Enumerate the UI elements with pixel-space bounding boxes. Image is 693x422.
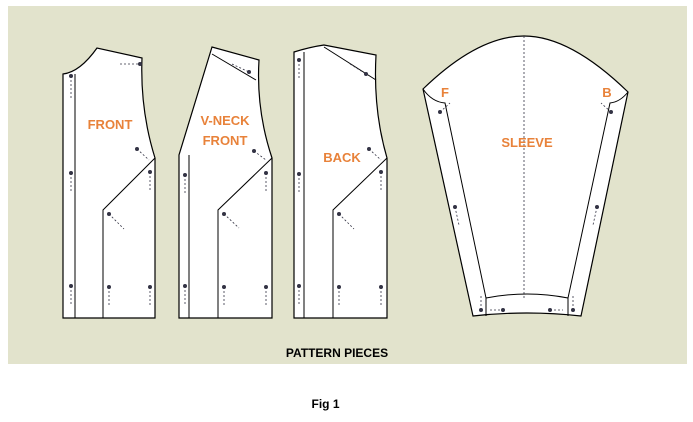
- vneck-front-label-line1: V-NECK: [200, 113, 250, 128]
- vneck-front-piece: V-NECK FRONT: [178, 46, 273, 319]
- sleeve-piece: SLEEVE F B: [422, 35, 629, 317]
- figure-label: Fig 1: [311, 397, 340, 411]
- sleeve-back-mark: B: [602, 85, 611, 100]
- back-label: BACK: [323, 150, 361, 165]
- back-piece: BACK: [293, 44, 388, 319]
- front-label: FRONT: [88, 117, 133, 132]
- sleeve-label: SLEEVE: [501, 135, 553, 150]
- vneck-front-label-line2: FRONT: [203, 133, 248, 148]
- sleeve-front-mark: F: [441, 85, 449, 100]
- diagram-caption: PATTERN PIECES: [286, 346, 388, 360]
- front-piece: FRONT: [62, 47, 156, 319]
